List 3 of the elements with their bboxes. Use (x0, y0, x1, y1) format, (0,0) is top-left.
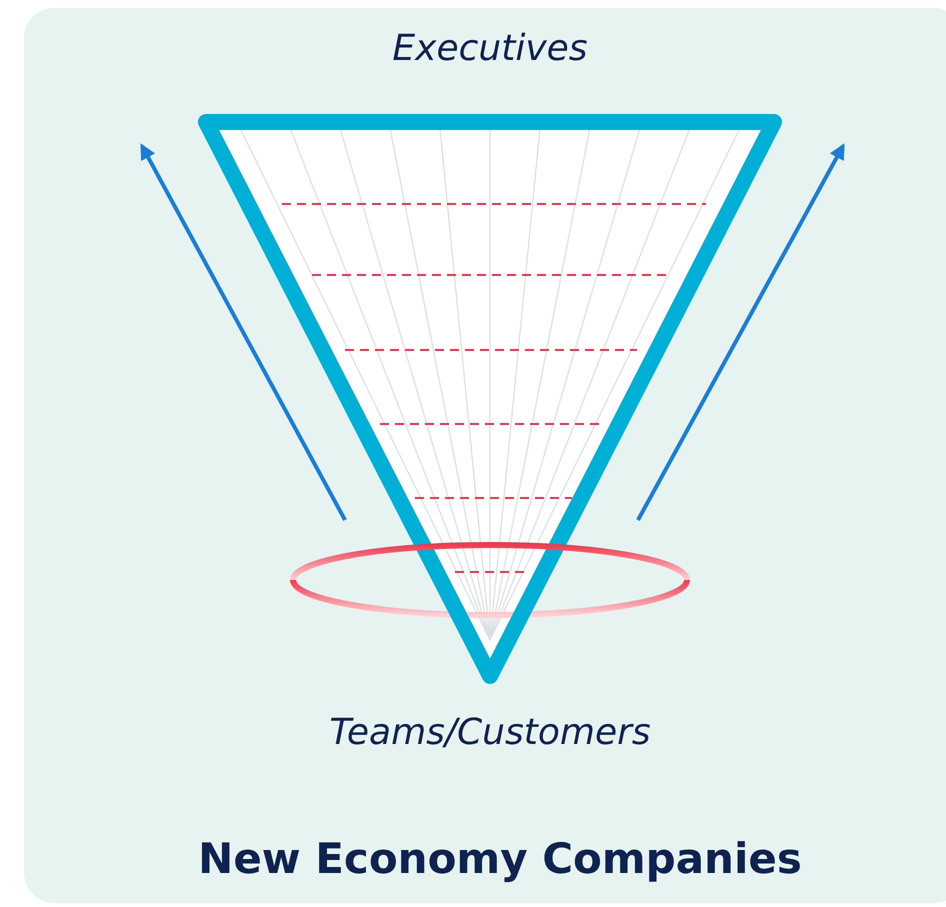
tier-label: Executives (392, 28, 588, 69)
tier-label: Teams/Customers (329, 712, 651, 753)
caption: New Economy Companies (198, 834, 802, 883)
